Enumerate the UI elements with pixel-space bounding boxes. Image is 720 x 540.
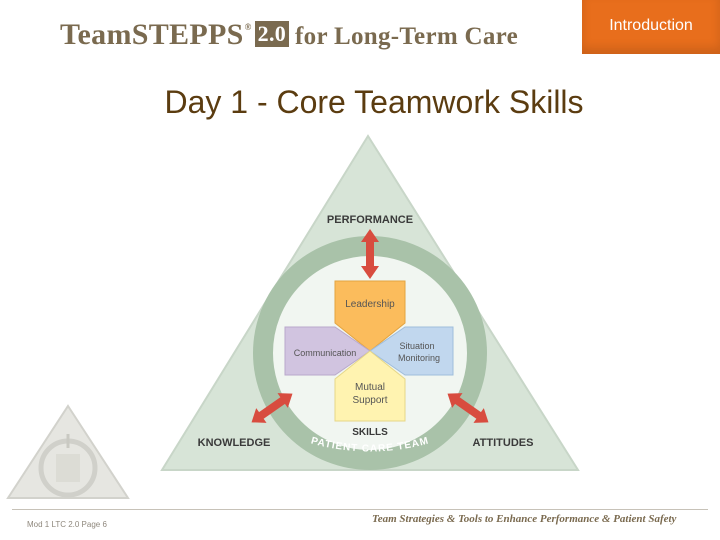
mutual-support-label-line1: Mutual [355, 382, 385, 393]
slide-title: Day 1 - Core Teamwork Skills [164, 84, 584, 120]
leadership-label: Leadership [345, 299, 395, 310]
arrow-knowledge-icon [251, 393, 293, 423]
situation-monitoring-label-line2: Monitoring [398, 353, 440, 363]
section-label: Introduction [609, 17, 693, 34]
attitudes-label: ATTITUDES [473, 437, 534, 449]
communication-box [284, 326, 371, 376]
logo-registered-mark: ® [244, 22, 252, 32]
footer-divider [12, 509, 708, 510]
footer-module-page: Mod 1 LTC 2.0 Page 6 [27, 520, 107, 529]
leadership-box [334, 280, 406, 352]
teamstepps-triangle-diagram: PERFORMANCE KNOWLEDGE ATTITUDES Leadersh… [160, 134, 580, 471]
logo-version-badge: 2.0 [254, 21, 290, 47]
knowledge-label: KNOWLEDGE [198, 437, 271, 449]
mini-diagram-watermark-icon [6, 404, 130, 499]
mutual-support-box [334, 350, 406, 422]
arrow-performance-icon [361, 229, 379, 279]
logo-subtitle: for Long-Term Care [295, 23, 519, 50]
mutual-support-label-line2: Support [352, 395, 387, 406]
situation-monitoring-label-line1: Situation [399, 341, 434, 351]
communication-label: Communication [294, 348, 357, 358]
logo-brand: TeamSTEPPS [60, 18, 244, 51]
footer-tagline: Team Strategies & Tools to Enhance Perfo… [372, 513, 677, 525]
performance-label: PERFORMANCE [327, 214, 413, 226]
arrow-attitudes-icon [447, 393, 489, 423]
situation-monitoring-box [369, 326, 454, 376]
skills-label: SKILLS [352, 427, 388, 438]
section-tab: Introduction [582, 0, 720, 54]
